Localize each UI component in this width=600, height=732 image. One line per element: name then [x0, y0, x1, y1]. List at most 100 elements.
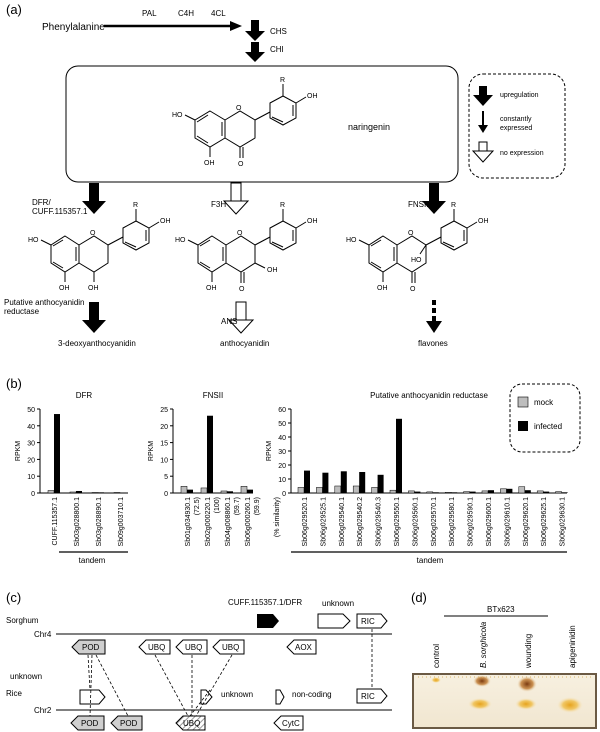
tlc-spot-sorghicola-bottom	[468, 698, 492, 710]
cuff-dfr-label: CUFF.115357.1/DFR	[228, 598, 302, 607]
pod-gene-rice-2	[110, 715, 143, 731]
ubq-label-sorghum-3: UBQ	[222, 643, 239, 652]
panel-label-b: (b)	[6, 376, 22, 391]
naringenin-ho: HO	[172, 112, 183, 119]
chr2-label: Chr2	[34, 706, 52, 715]
product-anthocyanidin: anthocyanidin	[220, 339, 269, 348]
pod-gene-rice-1	[70, 715, 105, 731]
chart-b-1-extra-label-2: (59.7)	[234, 497, 241, 515]
panel-label-c: (c)	[6, 590, 21, 605]
chart-b-1-bar-infected-3	[247, 489, 253, 493]
chart-b-1-ylabel: RPKM	[148, 441, 155, 461]
chart-b-1-extra-label-3: (59.9)	[254, 497, 261, 515]
fnsii-label: FNSII	[408, 200, 428, 209]
chart-b-1-category-3: Sb06g000260.1	[245, 497, 252, 547]
dihydro-o-ring: O	[237, 230, 243, 237]
ubq-gene-sorghum-2	[175, 639, 208, 655]
chart-b-2-tick-label-2: 20	[278, 463, 286, 470]
chart-b-0-bar-mock-2	[91, 492, 99, 494]
legend-no-expression-label: no expression	[500, 150, 544, 157]
ubq-label-sorghum-1: UBQ	[148, 643, 165, 652]
chart-b-2-ylabel: RPKM	[266, 441, 273, 461]
chart-b-2-category-14: Sb06g029630.1	[560, 497, 567, 547]
chart-b-1-extra-label-0: (72.5)	[194, 497, 201, 515]
hydroxy-oh-2: OH	[377, 285, 388, 292]
chart-b-2-category-10: Sb06g029600.1	[486, 497, 493, 547]
naringenin-o-keto: O	[238, 161, 244, 168]
chart-b-0-category-2: Sb03g028890.1	[96, 497, 103, 547]
chart-b-2-bar-infected-10	[488, 490, 494, 493]
chart-b-0-bar-mock-3	[113, 492, 121, 494]
chart-b-1-category-0: Sb01g034930.1	[185, 497, 192, 547]
pod-label-rice-2: POD	[120, 719, 138, 728]
chart-b-2-bar-mock-1	[316, 487, 323, 494]
chart-b-2-category-8: Sb06g029580.1	[449, 497, 456, 547]
chart-b-1-bar-infected-2	[227, 491, 233, 493]
phenylalanine-label: Phenylalanine	[42, 22, 105, 33]
pod-gene-sorghum	[71, 639, 106, 655]
pod-label-sorghum: POD	[82, 643, 100, 652]
chart-b-2-bar-mock-4	[371, 487, 378, 494]
legend-infected-swatch	[518, 421, 528, 431]
chart-b-2-category-0: Sb06g029520.1	[302, 497, 309, 547]
chs-label: CHS	[270, 27, 287, 36]
chart-b-2-bar-mock-12	[518, 486, 526, 494]
legend-mock-label: mock	[534, 398, 554, 407]
chart-b-2-category-5: Sb06g029550.1	[394, 497, 401, 547]
f3h-label: F3H	[211, 200, 226, 209]
chart-legend-box	[509, 383, 581, 453]
tlc-spot-wounding-bottom	[515, 698, 537, 710]
chart-b-0-bar-infected-2	[98, 492, 104, 493]
chart-b-2-bar-mock-3	[352, 485, 360, 494]
unknown-label-sorghum: unknown	[322, 599, 354, 608]
chart-b-2-bar-mock-14	[555, 491, 562, 494]
chart-b-1-tick-label-3: 15	[160, 441, 168, 448]
chart-b-2-bar-mock-2	[334, 485, 342, 494]
flavan-o-ring: O	[90, 230, 96, 237]
reductase-arrow	[82, 302, 106, 333]
legend-upregulation-label: upregulation	[500, 92, 539, 99]
legend-no-expression-arrow	[471, 141, 495, 163]
chart-b-0-category-3: Sb09g003710.1	[118, 497, 125, 547]
dihydro-o-keto: O	[239, 286, 245, 293]
chart-b-2-bar-mock-8	[444, 492, 452, 494]
chart-b-2-bar-infected-0	[304, 470, 310, 493]
tlc-spot-apigeninidin	[557, 697, 583, 713]
phenylalanine-arrow	[104, 21, 242, 31]
chart-b-2-category-13: Sb06g029625.1	[541, 497, 548, 547]
cuff-dfr-gene	[257, 614, 279, 628]
chart-b-2-bar-mock-13	[536, 490, 544, 494]
tlc-plate	[412, 673, 597, 729]
dfr-cuff-label: CUFF.115357.1	[32, 207, 88, 216]
chart-b-0-ylabel: RPKM	[15, 441, 22, 461]
unknown-gene-rice-2	[200, 689, 213, 705]
sorghum-label: Sorghum	[6, 616, 39, 625]
chart-b-1-bar-infected-1	[207, 415, 213, 493]
naringenin-label: naringenin	[348, 122, 390, 132]
naringenin-box	[65, 65, 459, 183]
chart-b-2-category-4: Sb06g029540.3	[376, 497, 383, 547]
chart-b-2-tick-label-3: 30	[278, 449, 286, 456]
dihydro-oh-1: OH	[307, 218, 318, 225]
dihydro-r: R	[280, 202, 285, 209]
ric-label-rice: RIC	[361, 692, 375, 701]
chart-b-2-category-11: Sb06g029610.1	[504, 497, 511, 547]
unknown-label-rice-2: unknown	[221, 690, 253, 699]
chart-b-2-bar-infected-9	[469, 491, 476, 493]
chart-b-0-tick-label-0: 0	[31, 491, 35, 498]
chart-b-2-category-1: Sb06g029525.1	[320, 497, 327, 547]
chart-b-2-bar-infected-8	[451, 492, 458, 493]
chart-b-1-category-2: Sb04g008860.1	[225, 497, 232, 547]
flavan4ol-structure	[40, 209, 160, 282]
chart-b-2-bar-mock-11	[500, 488, 507, 494]
dihydro-ho: HO	[175, 237, 186, 244]
hydroxyflavanone-structure	[358, 209, 478, 283]
noncoding-gene	[275, 689, 285, 705]
chart-b-2-tick-label-0: 0	[282, 491, 286, 498]
legend-infected-label: infected	[534, 422, 562, 431]
chart-b-2-bar-mock-6	[408, 490, 415, 494]
flavan-oh-2: OH	[59, 285, 70, 292]
panel-label-a: (a)	[6, 2, 22, 17]
reductase-label-1: Putative anthocyanidin	[4, 298, 85, 307]
